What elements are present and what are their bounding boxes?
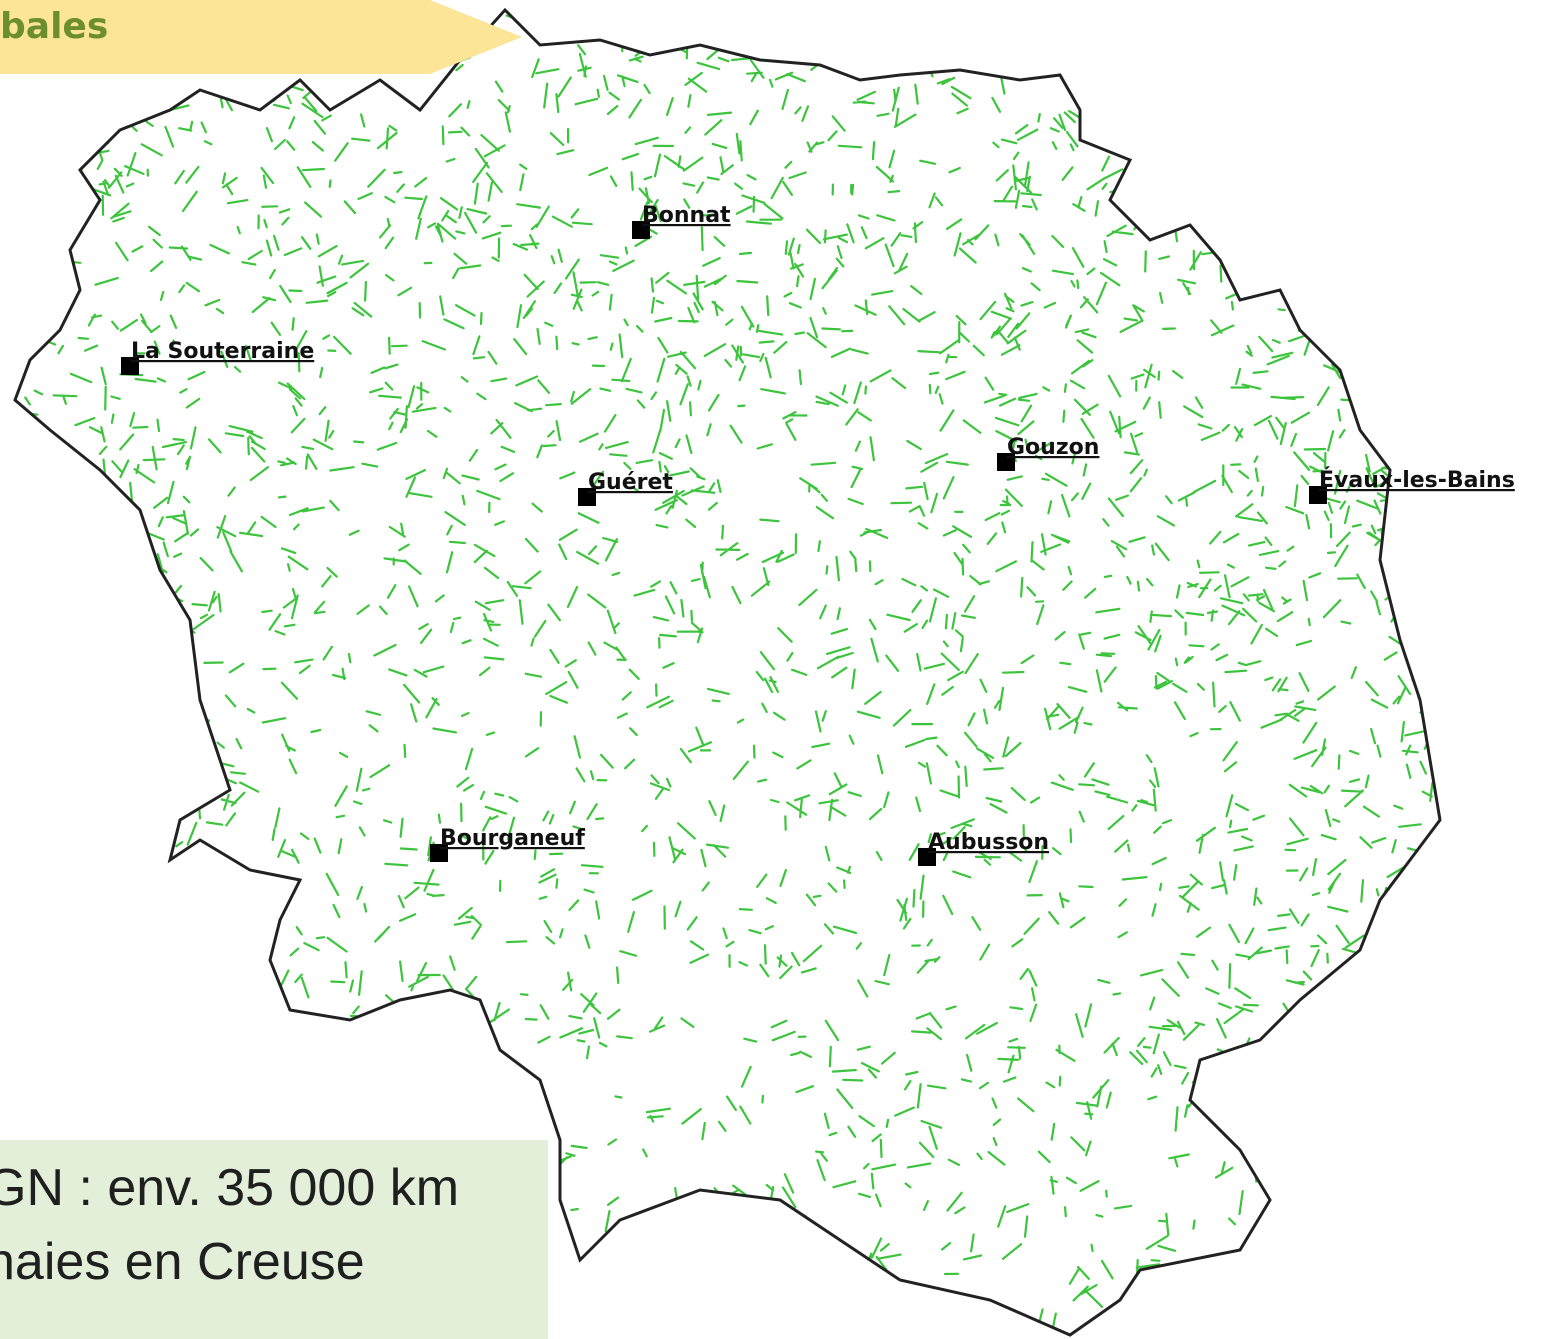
city-label: Guéret	[588, 470, 673, 495]
info-box: GN : env. 35 000 km haies en Creuse	[0, 1140, 548, 1339]
title-banner: bales	[0, 0, 530, 120]
title-banner-arrow	[430, 0, 522, 74]
city-gueret[interactable]: Guéret	[578, 470, 673, 506]
city-gouzon[interactable]: Gouzon	[997, 435, 1099, 471]
city-la-souterraine[interactable]: La Souterraine	[121, 339, 314, 375]
title-banner-body	[0, 0, 430, 74]
title-banner-text: bales	[0, 6, 109, 47]
city-label: Bonnat	[642, 203, 731, 228]
city-label: Aubusson	[928, 830, 1049, 855]
info-line-1: GN : env. 35 000 km	[0, 1159, 460, 1217]
city-marker	[121, 357, 139, 375]
city-marker	[918, 848, 936, 866]
city-marker	[578, 488, 596, 506]
hedge-network-layer	[15, 10, 1440, 1335]
city-aubusson[interactable]: Aubusson	[918, 830, 1049, 866]
city-marker	[1309, 486, 1327, 504]
city-bourganeuf[interactable]: Bourganeuf	[430, 826, 585, 862]
city-label: Évaux-les-Bains	[1319, 467, 1515, 493]
city-bonnat[interactable]: Bonnat	[632, 203, 731, 239]
hedge-strokes	[15, 10, 1440, 1335]
city-label: Bourganeuf	[440, 826, 585, 851]
city-evaux-les-bains[interactable]: Évaux-les-Bains	[1309, 467, 1515, 504]
city-label: Gouzon	[1007, 435, 1099, 460]
info-line-2: haies en Creuse	[0, 1233, 365, 1291]
cities-layer: Bonnat La Souterraine Guéret Gouzon Évau…	[121, 203, 1515, 866]
city-marker	[632, 221, 650, 239]
city-label: La Souterraine	[131, 339, 314, 364]
city-marker	[430, 844, 448, 862]
city-marker	[997, 453, 1015, 471]
